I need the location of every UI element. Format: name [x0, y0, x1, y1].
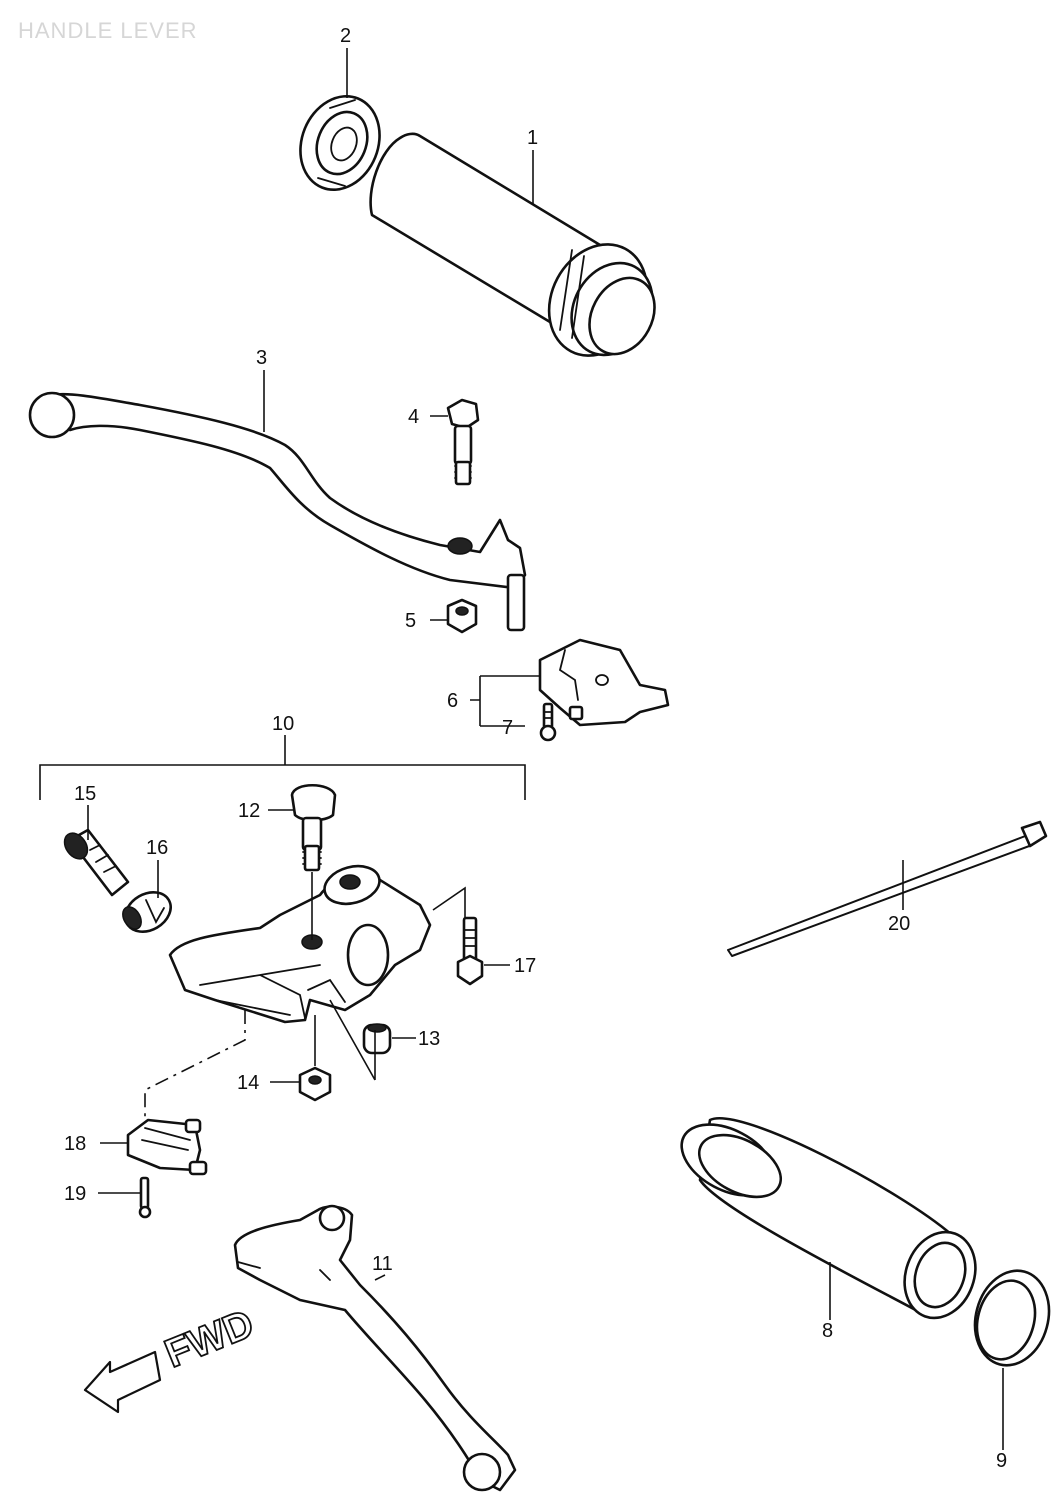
callout-4: 4	[408, 406, 419, 428]
callout-18: 18	[64, 1133, 86, 1155]
callout-11: 11	[372, 1253, 393, 1275]
part-8-handlebar-grip	[680, 1117, 977, 1320]
callout-3: 3	[256, 347, 267, 369]
part-17-screw	[456, 916, 484, 986]
fwd-label: FWD	[159, 1301, 260, 1376]
part-16-locknut	[122, 891, 172, 933]
part-4-pivot-bolt	[446, 398, 480, 486]
callout-17: 17	[514, 955, 536, 977]
part-15-adjuster	[63, 828, 130, 897]
callout-8: 8	[822, 1320, 833, 1342]
part-7-screw	[539, 702, 557, 742]
callout-9: 9	[996, 1450, 1007, 1472]
callout-2: 2	[340, 25, 351, 47]
part-12-bolt	[290, 783, 337, 872]
part-2-grip-end	[299, 94, 381, 192]
callout-10: 10	[272, 713, 294, 735]
part-11-clutch-lever	[233, 1204, 517, 1492]
callout-12: 12	[238, 800, 260, 822]
part-10-lever-holder	[168, 864, 432, 1024]
callout-6: 6	[447, 690, 458, 712]
callout-19: 19	[64, 1183, 86, 1205]
part-18-clutch-switch	[126, 1118, 208, 1176]
callout-14: 14	[237, 1072, 259, 1094]
callout-16: 16	[146, 837, 168, 859]
part-19-screw	[138, 1176, 152, 1219]
callout-5: 5	[405, 610, 416, 632]
callout-1: 1	[527, 127, 538, 149]
part-6-brake-switch	[538, 638, 670, 727]
part-13-collar	[362, 1023, 392, 1055]
callout-labels: 1 2 3 4 5 6 7 8 9 10 11 12 13 14 15 16 1…	[64, 25, 1007, 1472]
diagram-title: HANDLE LEVER	[18, 18, 198, 43]
part-5-nut	[446, 598, 478, 634]
callout-15: 15	[74, 783, 96, 805]
part-1-throttle-grip	[369, 132, 656, 357]
callout-20: 20	[888, 913, 910, 935]
part-3-brake-lever	[28, 391, 527, 632]
forward-arrow-icon	[83, 1350, 162, 1414]
part-20-cable-tie	[727, 820, 1048, 957]
part-14-nut	[298, 1066, 332, 1102]
group-10-bracket	[39, 764, 526, 800]
part-9-grip-end	[973, 1269, 1051, 1367]
callout-7: 7	[502, 717, 513, 739]
callout-13: 13	[418, 1028, 440, 1050]
leader-lines	[87, 48, 1004, 1450]
